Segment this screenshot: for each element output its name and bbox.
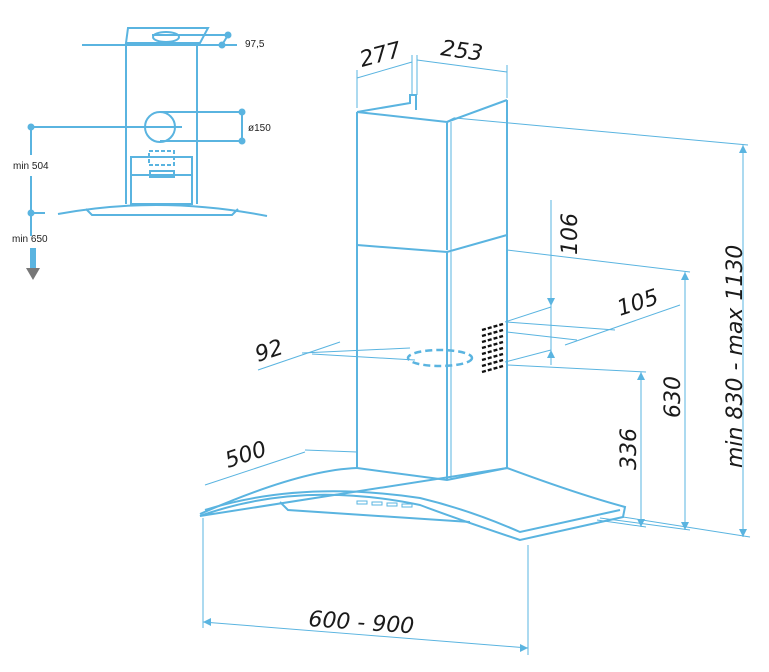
dim-630: 630 — [661, 376, 686, 418]
dim-min-504: min 504 — [13, 161, 49, 172]
side-motor-box — [130, 156, 193, 205]
down-arrow-icon — [26, 268, 40, 280]
dim-500: 500 — [222, 437, 270, 474]
dim-min-650: min 650 — [12, 234, 48, 245]
vent-grill-icon — [481, 322, 504, 374]
down-arrow-shaft — [30, 248, 36, 268]
dim-277: 277 — [357, 38, 404, 73]
dim-336: 336 — [617, 428, 642, 470]
dim-92: 92 — [252, 335, 286, 367]
side-view: 97,5 ø150 min 504 min 650 — [12, 27, 271, 280]
dim-97-5: 97,5 — [245, 39, 265, 50]
side-top-duct — [152, 31, 180, 43]
dimension-arrowheads — [203, 145, 747, 652]
dim-diameter-150: ø150 — [248, 123, 271, 134]
hood-glass — [199, 466, 627, 542]
side-chimney-top — [124, 27, 210, 44]
dim-830-1130: min 830 - max 1130 — [723, 245, 748, 468]
dim-105: 105 — [614, 285, 662, 322]
dim-600-900: 600 - 900 — [308, 607, 415, 639]
dim-106: 106 — [558, 213, 583, 255]
upper-chimney — [356, 99, 508, 250]
main-view: 277 253 min 830 - max 1130 630 336 106 1… — [199, 36, 751, 655]
side-hood-curve — [57, 203, 268, 217]
dimension-lines — [202, 55, 751, 655]
dim-253: 253 — [439, 36, 484, 67]
control-buttons[interactable] — [356, 500, 413, 508]
duct-outlet — [406, 348, 474, 368]
